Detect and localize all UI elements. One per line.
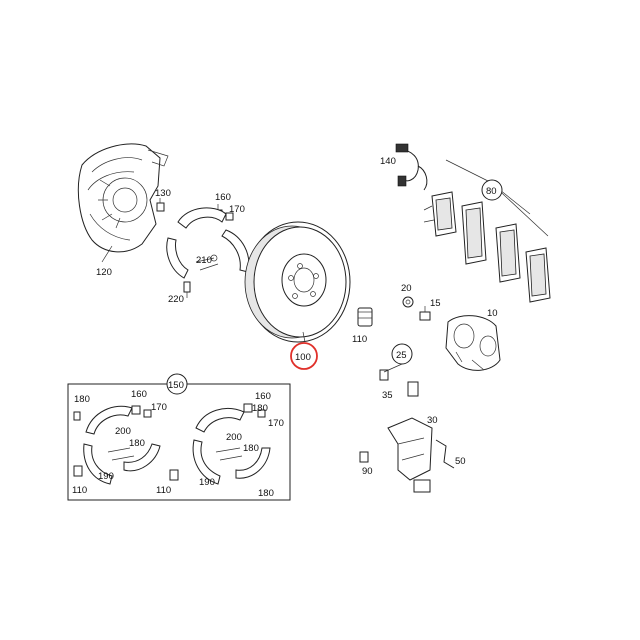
bolt-110-part (357, 307, 373, 327)
label-30: 30 (427, 415, 438, 426)
callout-circle-150 (166, 373, 188, 395)
label-80: 80 (486, 186, 497, 197)
label-140: 140 (380, 156, 396, 167)
label-kit-180-d: 180 (243, 443, 259, 454)
brake-pads-part (423, 191, 551, 303)
label-kit-180-c: 180 (252, 403, 268, 414)
spring-50-part (435, 439, 455, 469)
label-kit-190-b: 190 (199, 477, 215, 488)
caliper-carrier-part (387, 417, 433, 493)
label-210: 210 (196, 255, 212, 266)
adjuster-220-part (183, 281, 191, 298)
guide-pins-25-part (379, 369, 419, 397)
callout-circle-25 (391, 343, 413, 365)
label-160: 160 (215, 192, 231, 203)
label-100: 100 (295, 352, 311, 363)
label-kit-110-a: 110 (72, 485, 87, 496)
bolt-130-part (156, 198, 165, 212)
label-kit-170-a: 170 (151, 402, 167, 413)
label-kit-170-b: 170 (268, 418, 284, 429)
label-kit-190-a: 190 (98, 471, 114, 482)
leader-120 (101, 245, 113, 263)
label-kit-160-b: 160 (255, 391, 271, 402)
kit-left-shoes-part (73, 405, 179, 485)
label-170: 170 (229, 204, 245, 215)
label-10: 10 (487, 308, 498, 319)
label-120: 120 (96, 267, 112, 278)
nut-20-part (402, 296, 414, 308)
highlight-circle-100 (290, 342, 318, 370)
label-20: 20 (401, 283, 412, 294)
bleeder-15-part (419, 306, 431, 321)
label-kit-200-a: 200 (115, 426, 131, 437)
label-25: 25 (396, 350, 407, 361)
label-kit-180-b: 180 (129, 438, 145, 449)
label-kit-180-e: 180 (258, 488, 274, 499)
leader-100 (302, 331, 306, 343)
dust-shield-part (77, 143, 169, 253)
label-35: 35 (382, 390, 393, 401)
label-kit-110-b: 110 (156, 485, 171, 496)
label-kit-180-a: 180 (74, 394, 90, 405)
callout-circle-80 (481, 179, 503, 201)
label-50: 50 (455, 456, 466, 467)
label-15: 15 (430, 298, 441, 309)
caliper-10-part (445, 315, 501, 371)
label-130: 130 (155, 188, 171, 199)
bolt-90-part (359, 451, 369, 463)
parking-shoe-upper-part (166, 207, 250, 279)
label-90: 90 (362, 466, 373, 477)
brake-disc-part (244, 221, 351, 343)
label-150: 150 (168, 380, 184, 391)
label-220: 220 (168, 294, 184, 305)
label-kit-200-b: 200 (226, 432, 242, 443)
label-110: 110 (352, 334, 367, 345)
kit-right-shoes-part (192, 403, 271, 485)
leader-25 (383, 363, 403, 373)
clip-170-part (225, 212, 234, 221)
label-kit-160-a: 160 (131, 389, 147, 400)
wear-sensor-part (395, 143, 428, 191)
